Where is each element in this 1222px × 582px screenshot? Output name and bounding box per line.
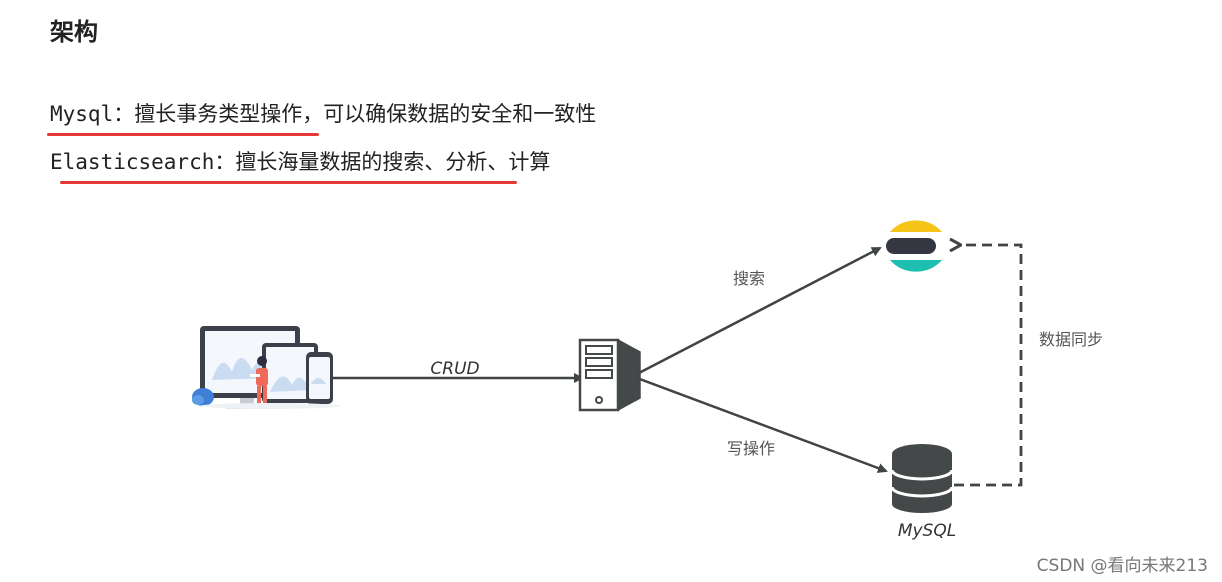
- section-title: 架构: [50, 17, 98, 46]
- watermark: CSDN @看向未来213: [1036, 556, 1208, 576]
- sync-label: 数据同步: [1039, 330, 1103, 349]
- devices-illustration: [192, 326, 340, 409]
- mysql-description: Mysql：擅长事务类型操作，可以确保数据的安全和一致性: [50, 98, 596, 128]
- search-arrow: [636, 246, 882, 376]
- server-icon: [578, 338, 641, 412]
- search-label: 搜索: [733, 269, 765, 288]
- elasticsearch-logo: [886, 220, 942, 272]
- sync-arrow: [954, 245, 1023, 487]
- es-term: Elasticsearch: [50, 150, 215, 174]
- mysql-label: MySQL: [898, 521, 956, 541]
- es-underline: [60, 181, 517, 184]
- es-text: 擅长海量数据的搜索、分析、计算: [235, 150, 551, 174]
- es-description: Elasticsearch：擅长海量数据的搜索、分析、计算: [50, 146, 550, 176]
- database-icon: [890, 444, 954, 513]
- mysql-text: 擅长事务类型操作，可以确保数据的安全和一致性: [134, 102, 597, 126]
- mysql-term: Mysql: [50, 102, 114, 126]
- crud-label: CRUD: [430, 359, 479, 379]
- es-separator: ：: [214, 150, 236, 174]
- write-label: 写操作: [727, 439, 775, 458]
- write-arrow: [636, 376, 888, 473]
- mysql-separator: ：: [113, 102, 135, 126]
- mysql-underline: [47, 133, 319, 136]
